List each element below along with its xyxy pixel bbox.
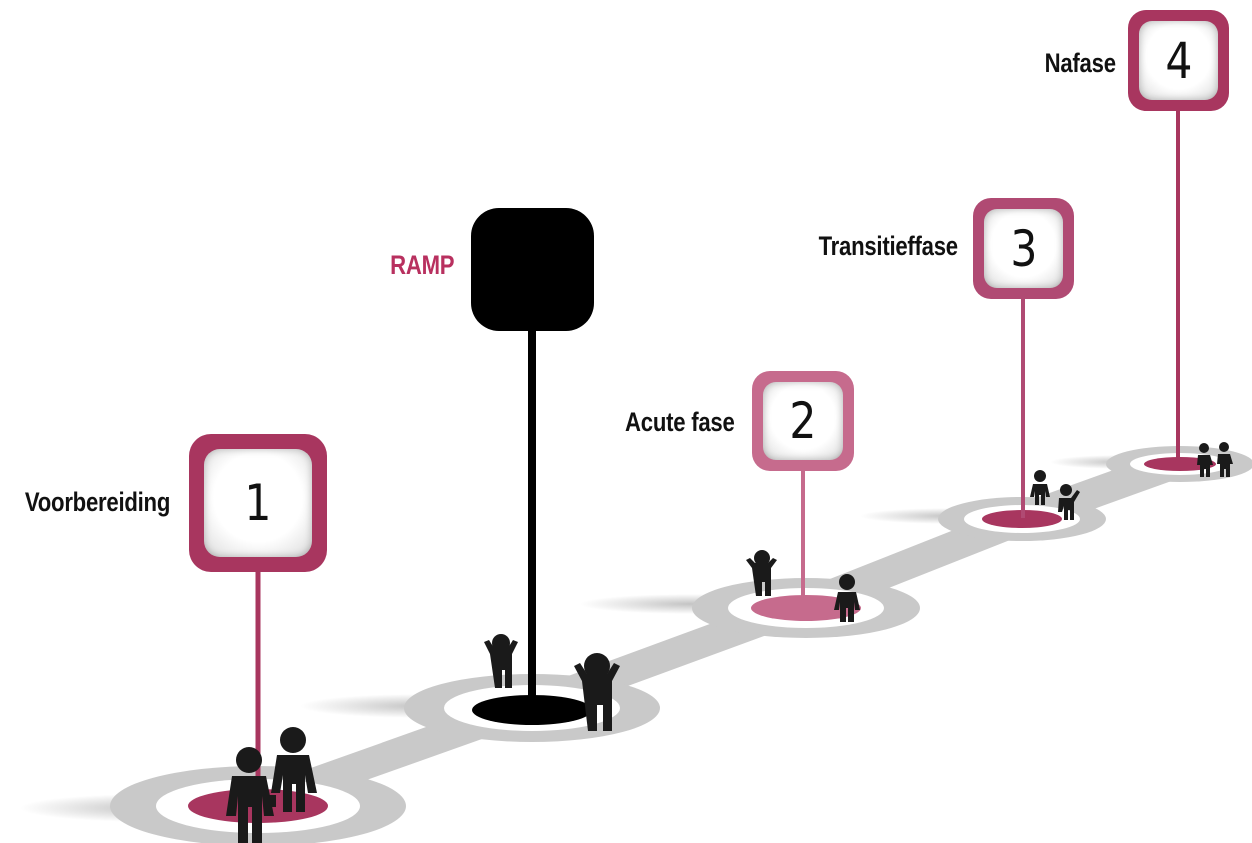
phase-4-marker: 4 [1128,10,1229,111]
ramp-box [471,208,594,331]
phase-1-label: Voorbereiding [24,487,170,517]
phase-2-marker: 2 [752,371,854,471]
phase-2-number: 2 [789,392,817,450]
phase-1-marker: 1 [189,434,327,572]
phase-4-label: Nafase [1044,48,1116,78]
phase-4-number: 4 [1164,31,1193,90]
phase-2-label: Acute fase [625,407,735,437]
phase-3-marker: 3 [973,198,1074,299]
phase-3-label: Transitieffase [818,231,959,261]
people-icon [226,442,1233,843]
phase-3-number: 3 [1009,219,1038,278]
stop-2 [692,578,920,638]
phase-1-number: 1 [244,474,272,532]
ramp-label: RAMP [389,250,454,280]
